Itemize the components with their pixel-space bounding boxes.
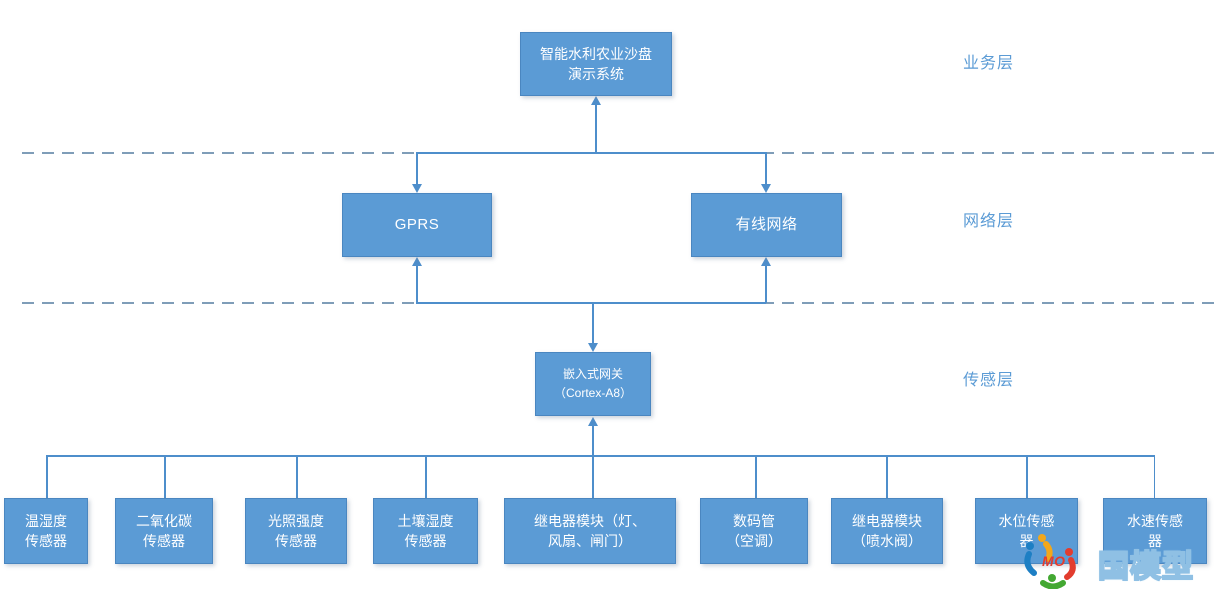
drop-sensor-1 xyxy=(46,455,48,498)
node-sensor-soil-moisture: 土壤湿度 传感器 xyxy=(373,498,478,564)
arrow-down-icon xyxy=(761,184,771,193)
node-sensor-temp-humidity: 温湿度 传感器 xyxy=(4,498,88,564)
watermark-mo-label: MO xyxy=(1042,553,1066,569)
node-relay-spray-valve: 继电器模块 （喷水阀） xyxy=(831,498,943,564)
connector-wired-up-vline xyxy=(765,261,767,303)
node-sensor-light: 光照强度 传感器 xyxy=(245,498,347,564)
sensor-bus-hline xyxy=(46,455,1155,457)
connector-junction1-hline xyxy=(416,152,766,154)
arrow-down-icon xyxy=(412,184,422,193)
arrow-down-icon xyxy=(588,343,598,352)
watermark-logo-icon xyxy=(1024,534,1076,589)
connector-gateway-up-vline xyxy=(592,425,594,456)
arrow-up-icon xyxy=(591,96,601,105)
connector-topbox-vline xyxy=(595,100,597,153)
node-sensor-co2: 二氧化碳 传感器 xyxy=(115,498,213,564)
connector-gprs-down-vline xyxy=(416,152,418,186)
drop-sensor-9 xyxy=(1153,455,1155,498)
drop-sensor-5 xyxy=(592,455,594,498)
connector-gprs-up-vline xyxy=(416,261,418,303)
node-sensor-water-speed: 水速传感 器 xyxy=(1103,498,1207,564)
connector-junction2-hline xyxy=(416,302,766,304)
drop-sensor-2 xyxy=(164,455,166,498)
layer-label-sensor: 传感层 xyxy=(963,372,1015,389)
arrow-up-icon xyxy=(761,257,771,266)
arrow-up-icon xyxy=(588,417,598,426)
drop-sensor-8 xyxy=(1026,455,1028,498)
layer-label-network: 网络层 xyxy=(963,213,1015,230)
node-gprs: GPRS xyxy=(342,193,492,257)
connector-wired-down-vline xyxy=(765,152,767,186)
drop-sensor-3 xyxy=(296,455,298,498)
drop-sensor-7 xyxy=(886,455,888,498)
node-embedded-gateway: 嵌入式网关 （Cortex-A8） xyxy=(535,352,651,416)
node-digital-tube-ac: 数码管 （空调） xyxy=(700,498,808,564)
arrow-up-icon xyxy=(412,257,422,266)
drop-sensor-6 xyxy=(755,455,757,498)
watermark-site-name: 国模型网 xyxy=(1097,548,1194,585)
node-relay-light-fan-gate: 继电器模块（灯、 风扇、闸门） xyxy=(504,498,676,564)
node-wired-network: 有线网络 xyxy=(691,193,842,257)
connector-gateway-down-vline xyxy=(592,302,594,343)
drop-sensor-4 xyxy=(425,455,427,498)
layer-label-business: 业务层 xyxy=(963,55,1015,72)
node-business-system: 智能水利农业沙盘 演示系统 xyxy=(520,32,672,96)
